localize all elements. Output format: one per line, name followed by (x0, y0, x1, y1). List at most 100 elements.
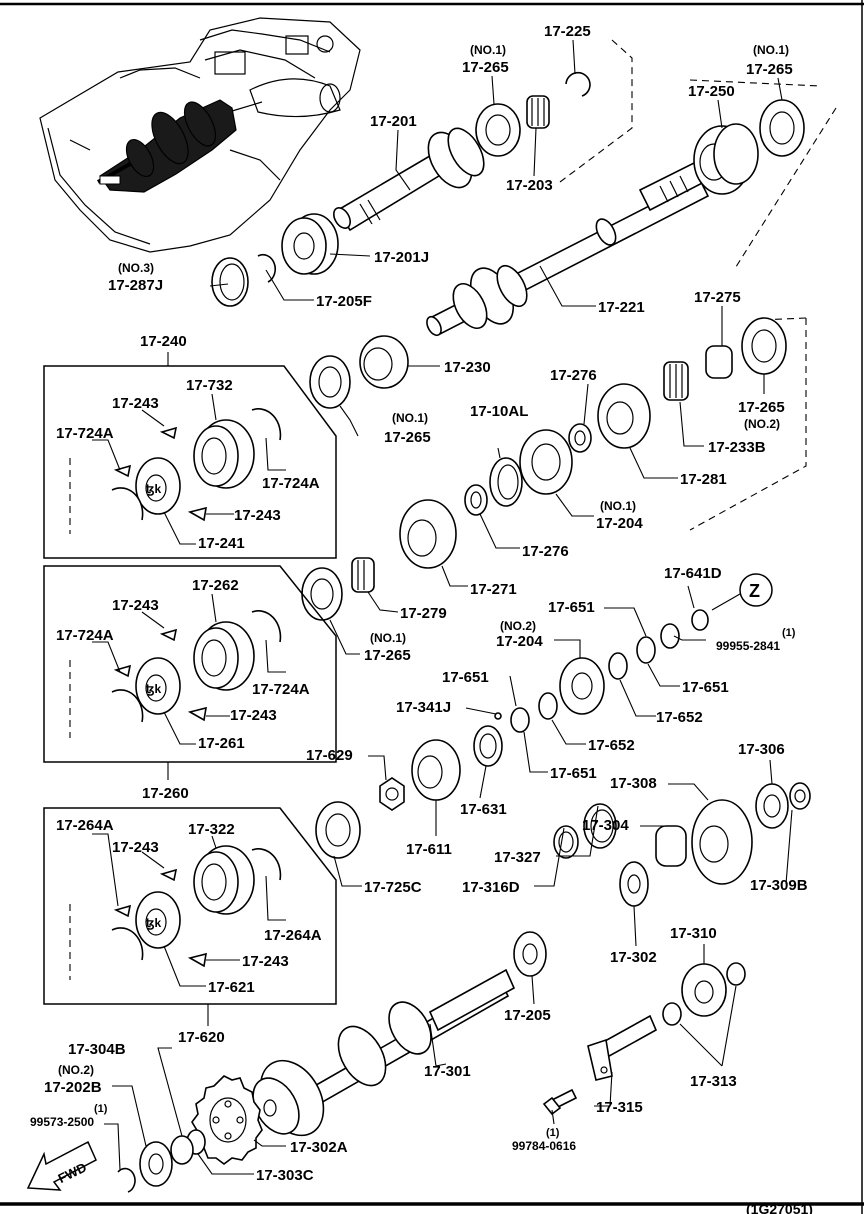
bearing-17-204-no1 (519, 429, 573, 495)
label-17-313: 17-313 (690, 1073, 737, 1090)
sleeve-17-732 (193, 419, 255, 489)
transmission-case-illustration (39, 17, 361, 253)
label-17-651-a: 17-651 (548, 599, 595, 616)
label-17-243-c2: 17-243 (242, 953, 289, 970)
key-17-243-a3 (187, 506, 207, 522)
label-17-276-a: 17-276 (550, 367, 597, 384)
gear-17-310 (681, 963, 727, 1017)
shaft-17-315 (587, 1014, 658, 1081)
spring-17-724A-left (111, 487, 144, 521)
label-17-10AL: 17-10AL (470, 403, 528, 420)
sleeve-17-262 (193, 621, 255, 691)
leader-lines (92, 39, 793, 1175)
needle-bearing-17-203 (526, 95, 550, 129)
washer-17-316D (553, 825, 579, 859)
label-17-264A-c2: 17-264A (264, 927, 322, 944)
label-17-230: 17-230 (444, 359, 491, 376)
label-17-225: 17-225 (544, 23, 591, 40)
washer-17-313 (662, 962, 746, 1026)
label-17-265-no2: 17-265 (738, 399, 785, 416)
label-17-301: 17-301 (424, 1063, 471, 1080)
spring-17-724A-right-b (251, 610, 282, 643)
synchro-ring-17-725C (315, 801, 361, 859)
label-99955-qty: (1) (782, 627, 796, 639)
synchro-ring-17-265-top (475, 103, 521, 157)
label-17-276-b: 17-276 (522, 543, 569, 560)
spring-17-264A-right (251, 848, 282, 881)
label-17-327: 17-327 (494, 849, 541, 866)
svg-text:Z: Z (749, 581, 760, 601)
shim-17-287J (211, 257, 249, 307)
forward-direction-arrow: FWD (26, 1140, 97, 1191)
sleeve-17-631 (473, 725, 503, 767)
label-17-651-d: 17-651 (550, 765, 597, 782)
gear-17-271 (399, 499, 457, 569)
label-17-243-a2: 17-243 (234, 507, 281, 524)
label-17-306: 17-306 (738, 741, 785, 758)
hub-mark-2: ꜩk (146, 682, 162, 696)
gear-17-302 (619, 861, 649, 907)
key-17-243-b2 (113, 664, 132, 678)
label-17-243-a1: 17-243 (112, 395, 159, 412)
label-17-265-no2-note: (NO.2) (744, 417, 780, 431)
label-17-652-a: 17-652 (656, 709, 703, 726)
sleeve-17-275 (705, 345, 733, 379)
label-17-240: 17-240 (140, 333, 187, 350)
label-17-725C: 17-725C (364, 879, 422, 896)
label-17-304: 17-304 (582, 817, 629, 834)
group-box-17-240 (43, 365, 337, 559)
hub-17-621: ꜩk (135, 891, 181, 949)
label-17-631: 17-631 (460, 801, 507, 818)
gear-17-250 (693, 123, 759, 195)
snap-ring-99955 (660, 623, 680, 649)
label-17-641D: 17-641D (664, 565, 722, 582)
label-99784: 99784-0616 (512, 1139, 576, 1153)
snap-ring-17-205F (257, 253, 276, 283)
label-17-724A-a2: 17-724A (262, 475, 320, 492)
label-17-262: 17-262 (192, 577, 239, 594)
key-17-243-a1 (159, 426, 178, 440)
key-17-243-c2 (113, 904, 132, 918)
label-17-322: 17-322 (188, 821, 235, 838)
label-17-221: 17-221 (598, 299, 645, 316)
label-17-620: 17-620 (178, 1029, 225, 1046)
key-17-243-b1 (159, 628, 178, 642)
washer-17-276-a (568, 423, 592, 453)
label-99573: 99573-2500 (30, 1115, 94, 1129)
label-17-201J: 17-201J (374, 249, 429, 266)
label-17-732: 17-732 (186, 377, 233, 394)
key-17-243-a2 (113, 464, 132, 478)
counter-shaft-17-301 (252, 968, 516, 1137)
label-99573-qty: (1) (94, 1103, 108, 1115)
key-17-243-b3 (187, 706, 207, 722)
group-box-17-620 (43, 807, 337, 1005)
label-99955: 99955-2841 (716, 639, 780, 653)
label-17-281: 17-281 (680, 471, 727, 488)
synchro-ring-17-265-low (301, 567, 343, 621)
label-17-724A-a1: 17-724A (56, 425, 114, 442)
spring-17-264A-left (111, 927, 144, 961)
snap-ring-17-651-b (636, 636, 656, 664)
nut-17-629 (379, 777, 405, 811)
hub-17-241: ꜩk (135, 457, 181, 515)
guide-dash-mid (689, 318, 807, 531)
label-17-724A-b1: 17-724A (56, 627, 114, 644)
snap-ring-17-225 (565, 71, 591, 97)
label-17-205: 17-205 (504, 1007, 551, 1024)
label-17-201: 17-201 (370, 113, 417, 130)
label-17-205F: 17-205F (316, 293, 372, 310)
label-17-302A: 17-302A (290, 1139, 348, 1156)
label-17-310: 17-310 (670, 925, 717, 942)
label-17-302: 17-302 (610, 949, 657, 966)
label-17-271: 17-271 (470, 581, 517, 598)
label-17-287J: 17-287J (108, 277, 163, 294)
label-17-629: 17-629 (306, 747, 353, 764)
label-17-261: 17-261 (198, 735, 245, 752)
synchro-ring-17-265-right (759, 99, 805, 157)
label-17-652-b: 17-652 (588, 737, 635, 754)
shim-17-327 (583, 803, 617, 849)
label-17-651-c: 17-651 (442, 669, 489, 686)
spring-17-724A-right (251, 408, 282, 441)
label-17-309B: 17-309B (750, 877, 808, 894)
gear-17-611 (411, 739, 461, 801)
